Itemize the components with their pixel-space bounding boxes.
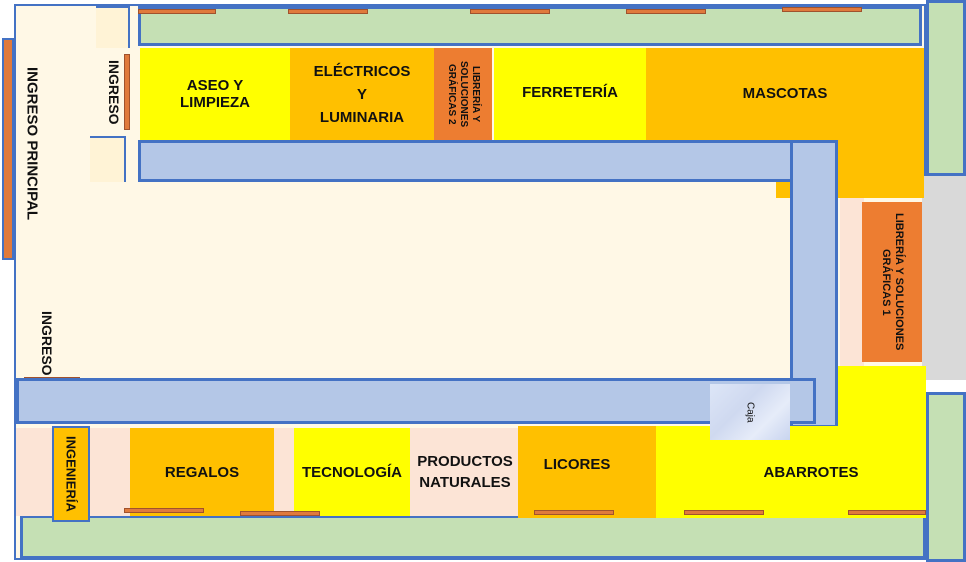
- main-entrance-label: INGRESO PRINCIPAL: [20, 64, 44, 224]
- entrance-nook-bottom: [90, 136, 126, 182]
- dept-electrical-label-2: Y: [356, 85, 367, 103]
- bottom-peach-mid: [274, 428, 294, 516]
- dept-gifts-label: REGALOS: [164, 463, 240, 481]
- side-entrance-label: INGRESO: [36, 306, 58, 380]
- dept-pets-label: MASCOTAS: [742, 84, 828, 102]
- dept-bookstore-2-label: LIBRERÍA Y SOLUCIONES GRÁFICAS 2: [446, 60, 481, 128]
- right-wall-shelf-bottom: [926, 392, 966, 562]
- dept-engineering-label: INGENIERÍA: [63, 436, 79, 512]
- dept-pets: MASCOTAS: [700, 80, 870, 106]
- aisle-top: [138, 140, 818, 182]
- dept-cleaning-label: ASEO Y LIMPIEZA: [180, 77, 250, 111]
- bottom-door-2: [240, 511, 320, 516]
- bottom-wall-shelf: [20, 515, 926, 559]
- dept-liquors-label: LICORES: [543, 456, 611, 473]
- top-entrance-door: [124, 54, 130, 130]
- right-wall-opening: [922, 176, 966, 380]
- cashier-label: Caja: [744, 401, 756, 423]
- dept-hardware: FERRETERÍA: [494, 48, 646, 140]
- bottom-door-4: [684, 510, 764, 515]
- dept-electrical-label-1: ELÉCTRICOS: [313, 62, 411, 80]
- dept-bookstore-1-label: LIBRERÍA Y SOLUCIONES GRÁFICAS 1: [880, 213, 905, 351]
- top-door-1: [138, 9, 216, 14]
- dept-bookstore-1: LIBRERÍA Y SOLUCIONES GRÁFICAS 1: [862, 202, 922, 362]
- dept-technology: TECNOLOGÍA: [294, 428, 410, 516]
- dept-gifts: REGALOS: [130, 428, 274, 516]
- dept-liquors: LICORES: [518, 426, 656, 518]
- bottom-door-3: [534, 510, 614, 515]
- dept-groceries: ABARROTES: [656, 426, 926, 518]
- top-door-4: [626, 9, 706, 14]
- top-entrance-label: INGRESO: [104, 54, 124, 130]
- right-wall-shelf-top: [926, 0, 966, 176]
- dept-pets-bg-left: [646, 48, 776, 140]
- bottom-door-1: [124, 508, 204, 513]
- top-door-2: [288, 9, 368, 14]
- entrance-nook-top: [96, 6, 130, 48]
- top-door-5: [782, 7, 862, 12]
- dept-natural-products: PRODUCTOS NATURALES: [410, 428, 520, 516]
- main-entrance-door: [2, 38, 14, 260]
- top-entrance-label-text: INGRESO: [106, 59, 122, 125]
- dept-hardware-label: FERRETERÍA: [522, 84, 618, 101]
- dept-electrical-label-3: LUMINARIA: [319, 108, 405, 126]
- dept-natural-products-label: PRODUCTOS NATURALES: [417, 453, 513, 491]
- dept-cleaning: ASEO Y LIMPIEZA: [140, 48, 290, 140]
- cashier: Caja: [710, 384, 790, 440]
- dept-groceries-bg-top: [838, 366, 926, 428]
- dept-groceries-label: ABARROTES: [763, 463, 859, 481]
- dept-technology-label: TECNOLOGÍA: [302, 463, 402, 481]
- dept-engineering: INGENIERÍA: [52, 426, 90, 522]
- top-door-3: [470, 9, 550, 14]
- bottom-door-5: [848, 510, 926, 515]
- side-entrance-label-text: INGRESO: [39, 310, 55, 376]
- dept-bookstore-2: LIBRERÍA Y SOLUCIONES GRÁFICAS 2: [434, 48, 492, 140]
- dept-bookstore-1-peach: [840, 198, 864, 366]
- aisle-bottom: [16, 378, 816, 424]
- main-entrance-label-text: INGRESO PRINCIPAL: [23, 67, 41, 221]
- dept-electrical: ELÉCTRICOS Y LUMINARIA: [290, 48, 434, 140]
